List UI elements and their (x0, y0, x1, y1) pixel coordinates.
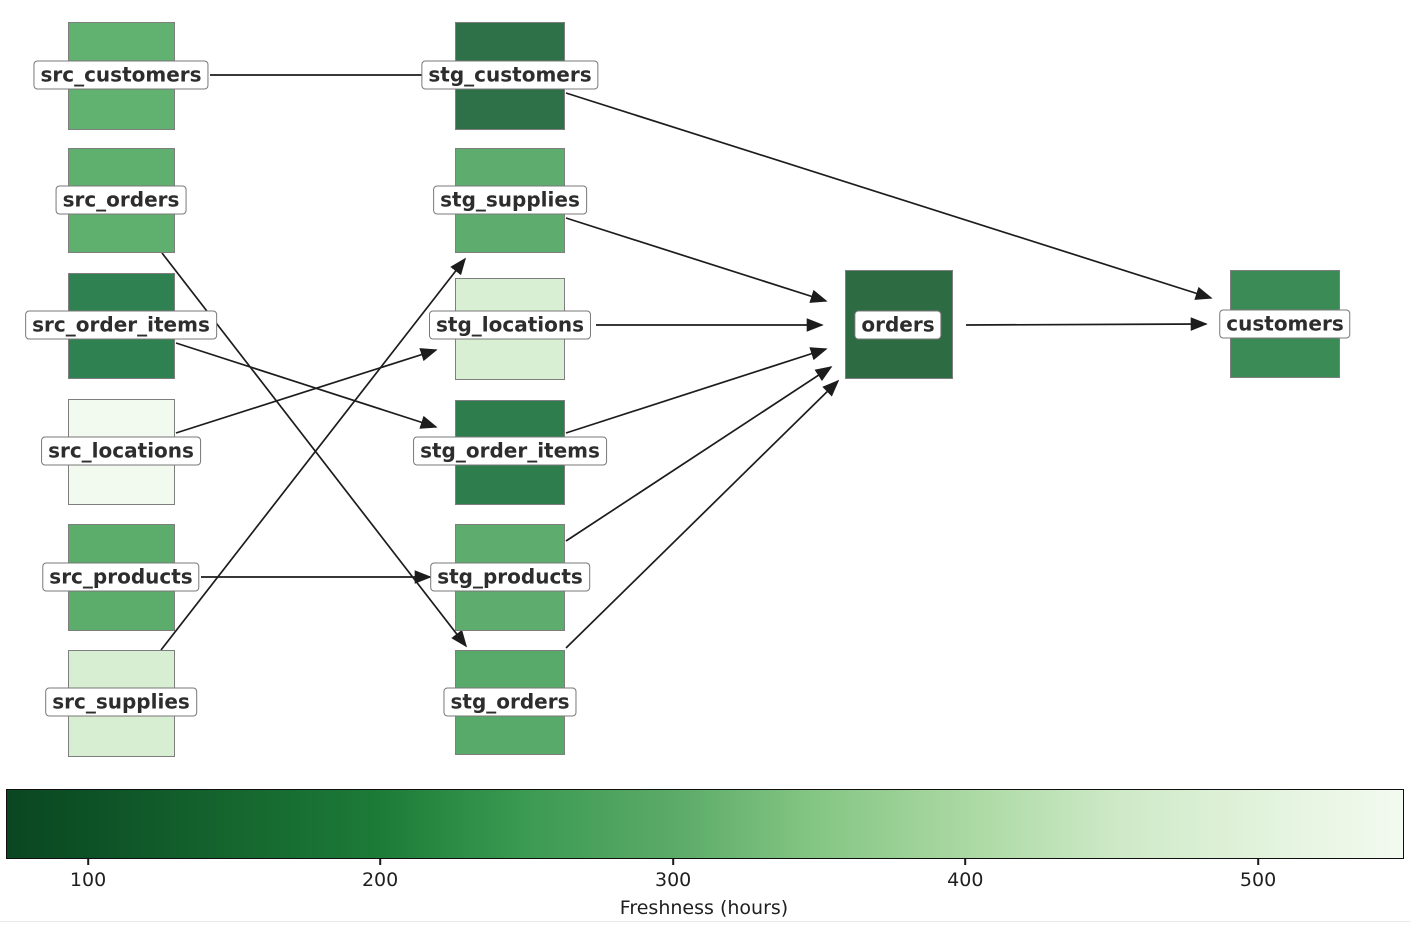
node-label-stg_products: stg_products (430, 562, 590, 592)
colorbar-tick-label-100: 100 (69, 869, 107, 891)
colorbar-axis-label: Freshness (hours) (619, 897, 789, 919)
colorbar-tick-label-500: 500 (1239, 869, 1277, 891)
colorbar-tick-300 (672, 859, 674, 865)
node-label-src_orders: src_orders (55, 185, 187, 215)
node-label-src_locations: src_locations (41, 436, 201, 466)
colorbar-tick-label-300: 300 (654, 869, 692, 891)
edge-src_locations-stg_locations (175, 348, 438, 434)
colorbar-tick-label-200: 200 (361, 869, 399, 891)
node-label-stg_locations: stg_locations (428, 310, 592, 340)
colorbar-gradient (6, 789, 1404, 859)
node-label-src_customers: src_customers (33, 60, 209, 90)
node-label-customers: customers (1219, 309, 1351, 339)
edge-stg_order_items-orders (565, 347, 828, 434)
edge-src_supplies-stg_supplies (160, 257, 467, 651)
edge-stg_products-orders (565, 366, 833, 542)
edge-stg_customers-customers (565, 92, 1213, 300)
edge-stg_supplies-orders (565, 217, 828, 303)
colorbar-tick-500 (1257, 859, 1259, 865)
node-label-src_order_items: src_order_items (25, 310, 217, 340)
colorbar-tick-200 (379, 859, 381, 865)
node-label-src_supplies: src_supplies (45, 687, 197, 717)
colorbar-tick-100 (87, 859, 89, 865)
edge-orders-customers (965, 317, 1208, 331)
edge-stg_orders-orders (565, 379, 840, 649)
node-label-stg_supplies: stg_supplies (433, 185, 587, 215)
edge-src_order_items-stg_order_items (175, 342, 438, 429)
colorbar-tick-label-400: 400 (947, 869, 984, 891)
colorbar-tick-400 (964, 859, 967, 865)
node-label-stg_orders: stg_orders (443, 687, 577, 717)
node-label-src_products: src_products (42, 562, 200, 592)
node-label-stg_order_items: stg_order_items (413, 436, 607, 466)
node-label-orders: orders (854, 310, 942, 340)
node-label-stg_customers: stg_customers (421, 60, 599, 90)
bottom-rule (0, 921, 1410, 922)
